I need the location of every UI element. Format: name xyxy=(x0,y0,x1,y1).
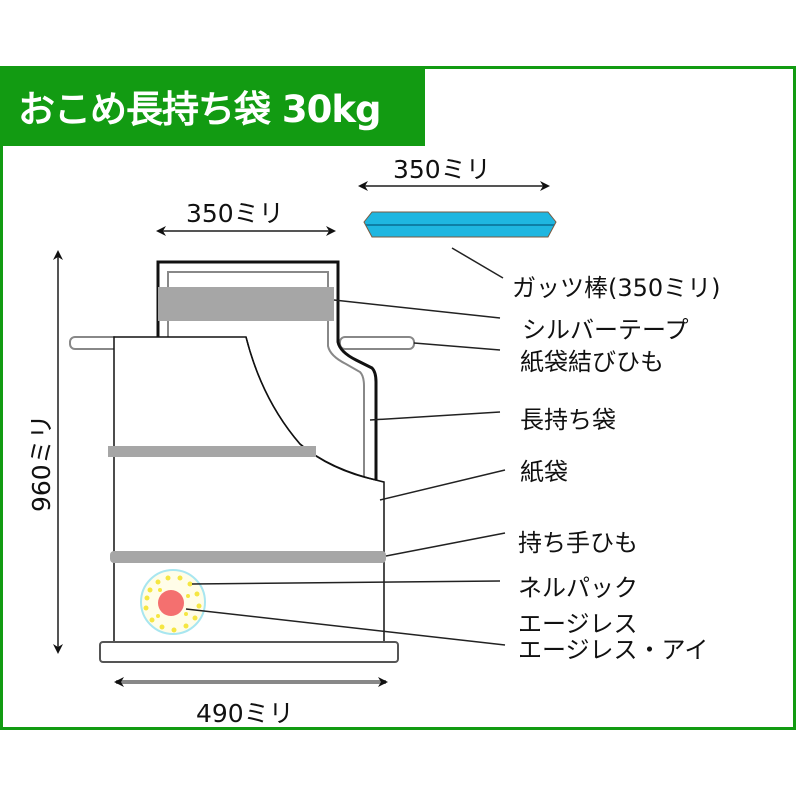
leader-lines xyxy=(185,247,506,646)
label-paper-bag: 紙袋 xyxy=(520,458,568,486)
paper-bag-tie-rod-right xyxy=(339,336,415,350)
ageless-icon xyxy=(158,590,184,616)
title-banner xyxy=(0,66,425,146)
base-plate xyxy=(99,641,399,663)
long-keep-bag-inner xyxy=(167,271,365,478)
page-title: おこめ長持ち袋 30kg xyxy=(18,88,381,131)
stick-width-label: 350ミリ xyxy=(393,155,491,184)
base-width-label: 490ミリ xyxy=(196,699,294,728)
label-handle-string: 持ち手ひも xyxy=(518,529,638,557)
paper-bag-fold xyxy=(245,336,377,481)
label-paper-bag-tie: 紙袋結びひも xyxy=(520,348,664,376)
label-gatsu-stick: ガッツ棒(350ミリ) xyxy=(512,274,721,302)
label-long-keep-bag: 長持ち袋 xyxy=(520,406,616,434)
handle-string-upper xyxy=(108,446,316,457)
top-width-label: 350ミリ xyxy=(186,199,284,228)
paper-bag-tie-rod-left xyxy=(69,336,119,350)
long-keep-bag-outline xyxy=(156,260,378,480)
height-label: 960ミリ xyxy=(27,414,56,512)
label-ageless-eye: エージレス・アイ xyxy=(518,636,709,664)
silver-tape xyxy=(158,287,334,321)
label-silver-tape: シルバーテープ xyxy=(522,316,689,344)
label-nelpack: ネルパック xyxy=(518,574,638,602)
gatsu-stick-icon xyxy=(363,211,557,238)
label-ageless: エージレス xyxy=(518,610,638,638)
handle-string-lower xyxy=(110,551,386,563)
